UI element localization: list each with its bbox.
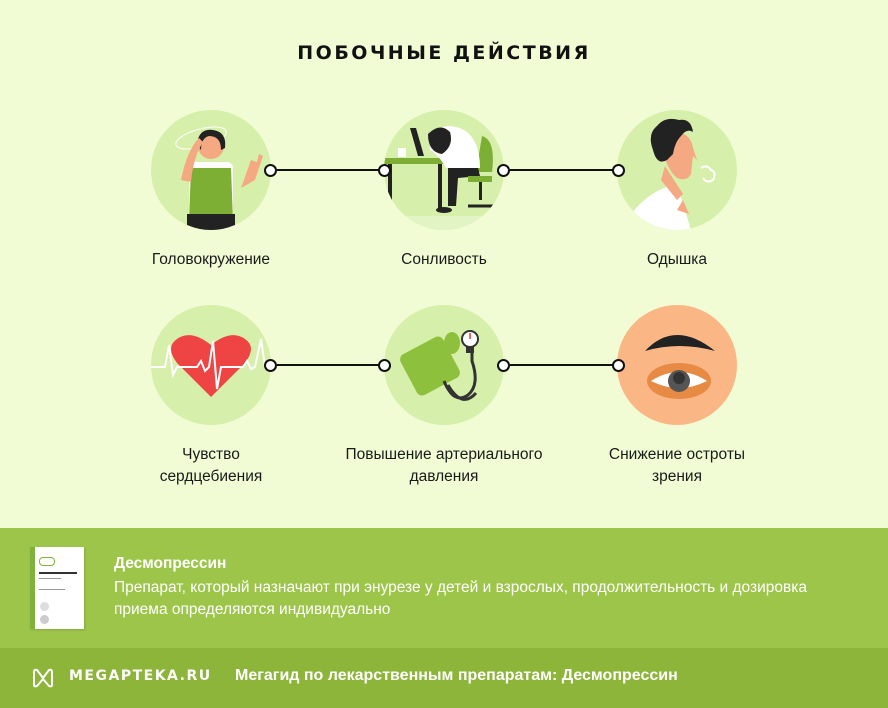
connector-node (378, 359, 391, 372)
drug-package-icon (30, 547, 84, 629)
blood-pressure-monitor-icon (384, 305, 504, 425)
dizzy-woman-icon (151, 110, 271, 230)
heartbeat-heart-icon (151, 305, 271, 425)
megapteka-logo-icon (33, 668, 53, 688)
connector-node (264, 359, 277, 372)
side-effect-label: Повышение артериального давления (345, 446, 543, 485)
connector-node (612, 164, 625, 177)
connector-line (277, 169, 384, 171)
drug-name: Десмопрессин (114, 555, 227, 572)
connector-line (277, 364, 384, 366)
shortness-of-breath-man-icon (617, 110, 737, 230)
connector-node (378, 164, 391, 177)
drug-info-band (0, 528, 888, 648)
footer-caption: Мегагид по лекарственным препаратам: Дес… (235, 667, 678, 684)
drug-description: Препарат, который назначают при энурезе … (114, 579, 807, 618)
page-title: ПОБОЧНЫЕ ДЕЙСТВИЯ (297, 42, 591, 64)
side-effect-label: Головокружение (151, 251, 271, 268)
connector-line (510, 364, 618, 366)
side-effect-label: Сонливость (401, 251, 487, 268)
footer (0, 648, 888, 708)
connector-node (612, 359, 625, 372)
connector-node (264, 164, 277, 177)
side-effect-label: Одышка (646, 251, 708, 268)
connector-node (497, 359, 510, 372)
connector-line (510, 169, 618, 171)
side-effect-label: Чувство сердцебиения (159, 446, 263, 485)
logo-text[interactable]: MEGAPTEKA.RU (69, 668, 212, 684)
sleepy-person-at-desk-icon (384, 110, 504, 230)
side-effect-label: Снижение остроты зрения (608, 446, 746, 485)
connector-node (497, 164, 510, 177)
eye-icon (617, 305, 737, 425)
